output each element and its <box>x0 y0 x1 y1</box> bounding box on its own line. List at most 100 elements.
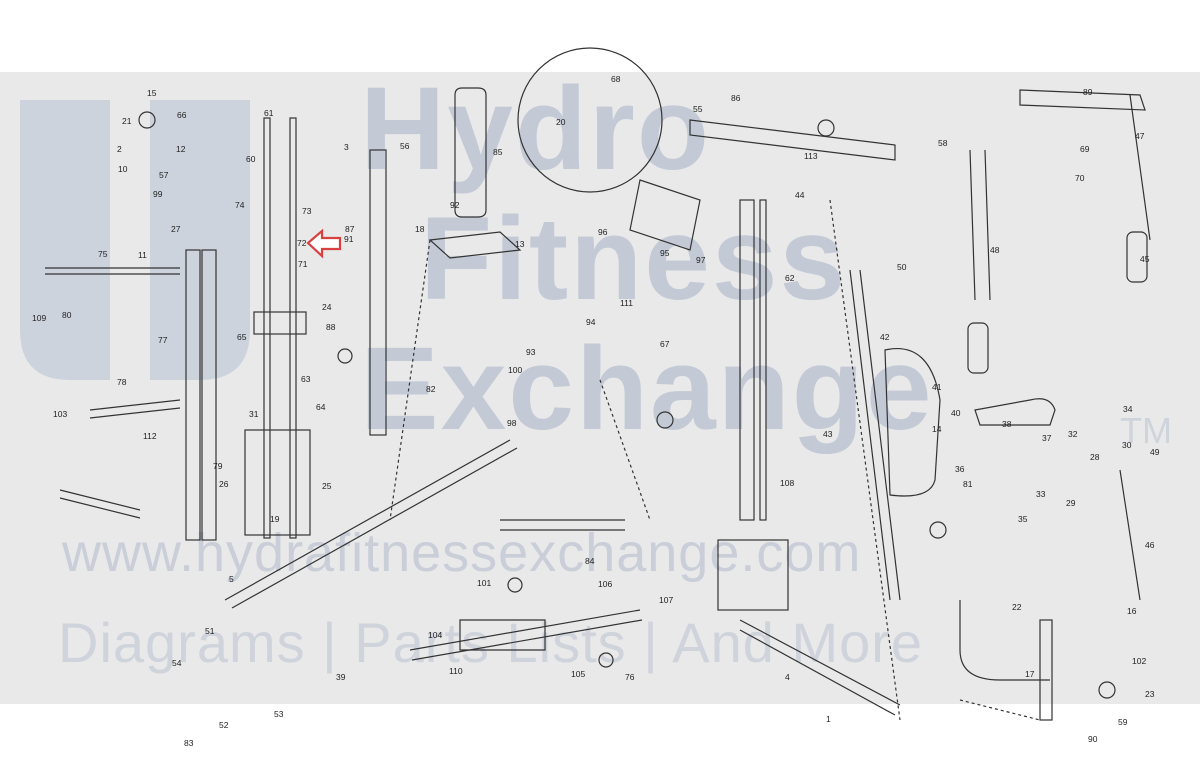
part-label-62: 62 <box>785 273 795 283</box>
pulley-15b <box>337 348 353 364</box>
part-label-111: 111 <box>620 298 633 308</box>
shroud-95 <box>629 179 701 251</box>
part-label-85: 85 <box>493 147 503 157</box>
part-label-72: 72 <box>297 238 307 248</box>
part-label-61: 61 <box>264 108 274 118</box>
part-label-11: 11 <box>138 250 147 260</box>
part-label-97: 97 <box>696 255 706 265</box>
part-label-88: 88 <box>326 322 336 332</box>
part-label-70: 70 <box>1075 173 1085 183</box>
part-label-98: 98 <box>507 418 517 428</box>
part-label-84: 84 <box>585 556 595 566</box>
part-label-29: 29 <box>1066 498 1076 508</box>
part-label-74: 74 <box>235 200 245 210</box>
part-label-63: 63 <box>301 374 311 384</box>
post-17 <box>1039 619 1053 721</box>
cylinder-45-right <box>1126 231 1148 283</box>
part-label-47: 47 <box>1135 131 1145 141</box>
arrow-left-icon <box>306 228 342 259</box>
part-label-96: 96 <box>598 227 608 237</box>
leg-46-right <box>1119 469 1141 601</box>
part-label-86: 86 <box>731 93 741 103</box>
back-pad-85 <box>454 87 487 218</box>
part-label-90: 90 <box>1088 734 1098 744</box>
diagonal-frame-42 <box>849 269 901 601</box>
part-label-56: 56 <box>400 141 410 151</box>
part-label-77: 77 <box>158 335 168 345</box>
guide-rod-left <box>263 117 271 539</box>
part-label-21: 21 <box>122 116 132 126</box>
part-label-54: 54 <box>172 658 182 668</box>
assembly-guide-lines <box>389 199 1041 721</box>
part-label-92: 92 <box>450 200 460 210</box>
center-upright <box>369 149 387 436</box>
pulley-15c <box>817 119 835 137</box>
upright-tube-left <box>185 249 201 541</box>
part-label-55: 55 <box>693 104 703 114</box>
upright-tube-left-2 <box>201 249 217 541</box>
part-label-50: 50 <box>897 262 907 272</box>
center-tower-upright <box>739 199 755 521</box>
part-label-45: 45 <box>1140 254 1150 264</box>
part-label-20: 20 <box>556 117 566 127</box>
back-pad-41 <box>884 348 941 497</box>
part-label-25: 25 <box>322 481 332 491</box>
part-label-38: 38 <box>1002 419 1012 429</box>
crossbar-84 <box>500 519 625 531</box>
part-label-79: 79 <box>213 461 223 471</box>
part-label-83: 83 <box>184 738 194 748</box>
part-label-46: 46 <box>1145 540 1155 550</box>
frame-drawing <box>45 47 1151 721</box>
part-label-23: 23 <box>1145 689 1155 699</box>
part-label-16: 16 <box>1127 606 1137 616</box>
part-label-105: 105 <box>571 669 585 679</box>
part-label-18: 18 <box>415 224 425 234</box>
part-label-67: 67 <box>660 339 670 349</box>
part-label-27: 27 <box>171 224 181 234</box>
part-label-69: 69 <box>1080 144 1090 154</box>
part-label-93: 93 <box>526 347 536 357</box>
part-label-44: 44 <box>795 190 805 200</box>
part-label-41: 41 <box>932 382 942 392</box>
part-label-112: 112 <box>143 431 157 441</box>
part-label-36: 36 <box>955 464 965 474</box>
detail-callout-circle <box>517 47 663 193</box>
pulley-15f <box>1098 681 1116 699</box>
handle-80 <box>59 489 141 519</box>
base-beam-4 <box>739 619 901 716</box>
part-label-64: 64 <box>316 402 326 412</box>
part-label-103: 103 <box>53 409 67 419</box>
part-label-35: 35 <box>1018 514 1028 524</box>
part-label-71: 71 <box>298 259 308 269</box>
watermark-logo-icon <box>20 100 250 380</box>
part-label-95: 95 <box>660 248 670 258</box>
part-label-28: 28 <box>1090 452 1100 462</box>
part-label-33: 33 <box>1036 489 1046 499</box>
part-label-73: 73 <box>302 206 312 216</box>
weight-stack-left <box>244 429 311 536</box>
part-label-12: 12 <box>176 144 186 154</box>
base-beam-5 <box>224 439 518 609</box>
part-label-32: 32 <box>1068 429 1078 439</box>
part-label-24: 24 <box>322 302 332 312</box>
part-label-60: 60 <box>246 154 256 164</box>
part-label-5: 5 <box>229 574 234 584</box>
part-label-82: 82 <box>426 384 436 394</box>
part-label-2: 2 <box>117 144 122 154</box>
top-arm-47-base <box>1019 89 1146 111</box>
center-guide-rod <box>759 199 767 521</box>
part-label-94: 94 <box>586 317 596 327</box>
part-label-66: 66 <box>177 110 187 120</box>
part-label-1: 1 <box>826 714 831 724</box>
part-label-14: 14 <box>932 424 942 434</box>
post-48 <box>969 149 991 301</box>
part-label-91: 91 <box>344 234 354 244</box>
part-label-42: 42 <box>880 332 890 342</box>
weight-stack-center <box>717 539 789 611</box>
part-label-34: 34 <box>1123 404 1133 414</box>
part-label-48: 48 <box>990 245 1000 255</box>
leg-46-left <box>959 600 1050 681</box>
part-label-75: 75 <box>98 249 108 259</box>
